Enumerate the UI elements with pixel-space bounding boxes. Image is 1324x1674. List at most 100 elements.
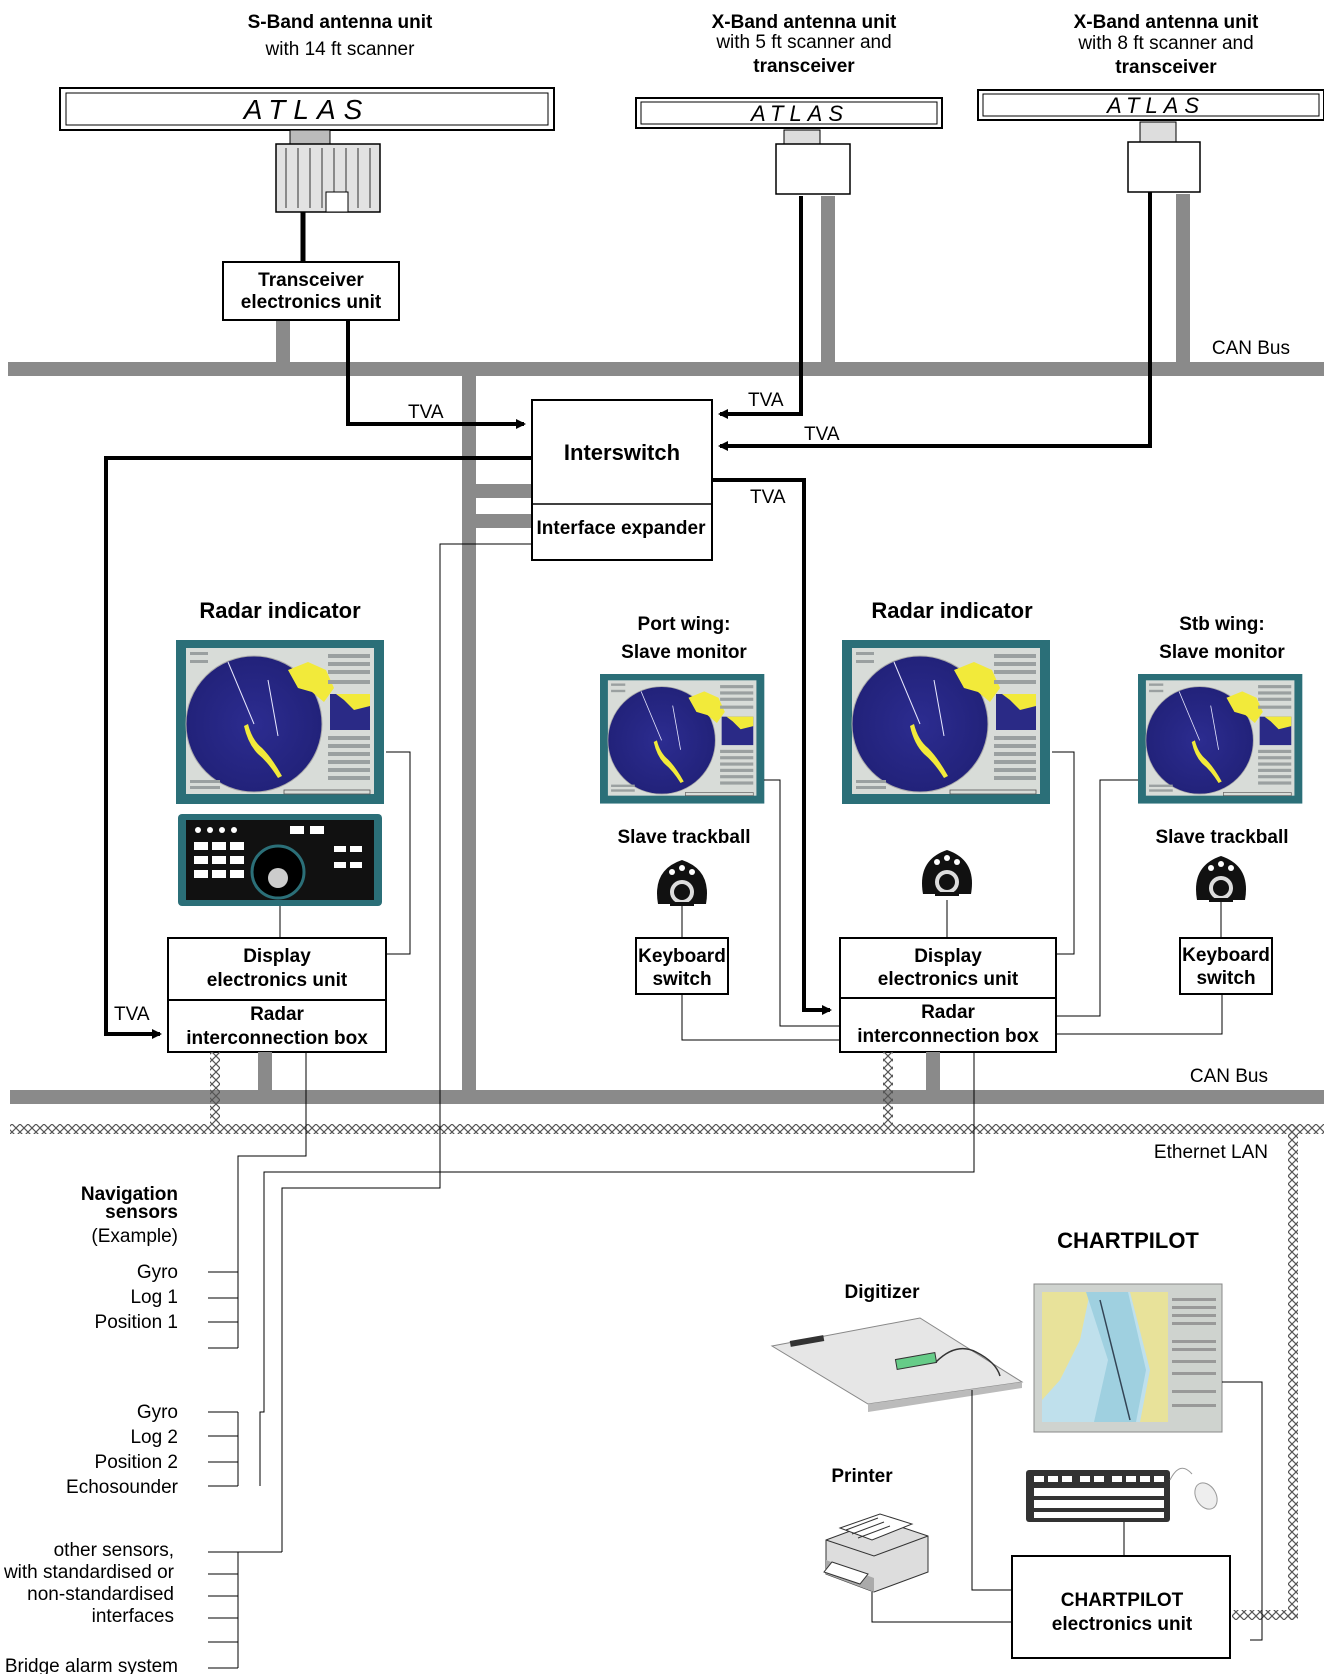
chartpilot-electronics-unit: CHARTPILOT electronics unit	[1011, 1555, 1231, 1659]
right-rib-line1: Radar	[921, 1002, 975, 1023]
x5-subtitle-2: transceiver	[753, 56, 855, 77]
stb-keyboard-switch: Keyboard switch	[1179, 937, 1273, 995]
chartpilot-title: CHARTPILOT	[1057, 1228, 1199, 1253]
nav-sensors-heading-3: (Example)	[91, 1226, 178, 1247]
other-sensors-line3: non-standardised	[27, 1584, 174, 1605]
x8-subtitle-2: transceiver	[1115, 57, 1217, 78]
digitizer	[770, 1317, 1024, 1412]
sensor-gyro-1: Gyro	[137, 1262, 178, 1283]
chartpilot-monitor	[1033, 1283, 1223, 1433]
other-sensors-line4: interfaces	[92, 1606, 174, 1627]
cp-unit-line1: CHARTPILOT	[1061, 1590, 1184, 1611]
stb-slave-trackball	[1196, 856, 1246, 902]
cp-unit-line2: electronics unit	[1052, 1614, 1193, 1635]
s-band-brand: ATLAS	[242, 94, 371, 125]
sensor-gyro-2: Gyro	[137, 1402, 178, 1423]
x5-transceiver	[775, 143, 851, 195]
sensor-log-1: Log 1	[130, 1287, 178, 1308]
stb-wing-subtitle: Slave monitor	[1159, 642, 1285, 663]
sensor-log-2: Log 2	[130, 1427, 178, 1448]
sensor-position-2: Position 2	[95, 1452, 178, 1473]
nav-sensors-heading-2: sensors	[105, 1202, 178, 1223]
stb-slave-monitor	[1137, 673, 1303, 804]
chartpilot-keyboard	[1026, 1467, 1218, 1522]
port-keyboard-switch: Keyboard switch	[635, 937, 729, 995]
interswitch-title: Interswitch	[564, 440, 680, 465]
port-trackball-label: Slave trackball	[617, 827, 750, 848]
x8-title: X-Band antenna unit	[1074, 12, 1259, 33]
nav-sensors-heading-1: Navigation	[81, 1184, 178, 1205]
x8-subtitle: with 8 ft scanner and	[1077, 33, 1253, 54]
left-radar-screen	[175, 639, 385, 805]
left-control-panel	[178, 814, 382, 906]
s-band-subtitle: with 14 ft scanner	[265, 39, 416, 60]
right-radar-screen	[841, 639, 1051, 805]
right-radar-indicator-title: Radar indicator	[871, 598, 1033, 623]
port-ks-line1: Keyboard	[638, 946, 726, 967]
sensor-echosounder: Echosounder	[66, 1477, 179, 1498]
stb-wing-title: Stb wing:	[1179, 614, 1264, 635]
other-sensors-line2: with standardised or	[3, 1562, 175, 1583]
tva-label-3: TVA	[804, 424, 840, 445]
printer	[823, 1513, 929, 1593]
can-bus-top-label: CAN Bus	[1212, 338, 1290, 359]
x8-transceiver	[1127, 141, 1201, 193]
x5-title: X-Band antenna unit	[712, 12, 897, 33]
sensor-position-1: Position 1	[95, 1312, 178, 1333]
left-deu-line1: Display	[243, 946, 311, 967]
x5-brand: ATLAS	[749, 101, 849, 126]
s-band-antenna: S-Band antenna unit with 14 ft scanner A…	[59, 12, 555, 213]
x-band-8ft-antenna: X-Band antenna unit with 8 ft scanner an…	[977, 12, 1324, 193]
right-deu-line1: Display	[914, 946, 982, 967]
tva-line-sband	[346, 320, 526, 429]
transceiver-electronics-unit: Transceiver electronics unit	[222, 261, 400, 321]
interswitch: Interswitch Interface expander	[531, 399, 713, 561]
right-rib-line2: interconnection box	[857, 1026, 1039, 1047]
left-rib-line2: interconnection box	[186, 1028, 368, 1049]
s-band-title: S-Band antenna unit	[248, 12, 433, 33]
right-deu-line2: electronics unit	[878, 969, 1019, 990]
right-radar-interconnection-box: Radar interconnection box	[839, 997, 1057, 1053]
x5-subtitle: with 5 ft scanner and	[715, 32, 891, 53]
port-slave-monitor	[599, 673, 765, 804]
left-radar-indicator-title: Radar indicator	[199, 598, 361, 623]
ethernet-lan	[10, 1052, 1324, 1620]
port-slave-trackball	[657, 860, 707, 906]
x-band-5ft-antenna: X-Band antenna unit with 5 ft scanner an…	[635, 12, 943, 195]
digitizer-label: Digitizer	[845, 1282, 921, 1303]
can-bus-bottom-label: CAN Bus	[1190, 1066, 1268, 1087]
tva-label-1: TVA	[408, 402, 444, 423]
sensor-wiring	[208, 543, 975, 1669]
tva-line-x8	[718, 192, 1152, 451]
teu-line1: Transceiver	[258, 270, 364, 291]
other-sensors-line1: other sensors,	[54, 1540, 174, 1561]
stb-trackball-label: Slave trackball	[1155, 827, 1288, 848]
tva-line-right-rib	[712, 478, 832, 1015]
tva-line-left-rib	[104, 456, 532, 1039]
stb-ks-line2: switch	[1196, 968, 1255, 989]
tva-label-2: TVA	[748, 390, 784, 411]
x5-scanner	[635, 97, 943, 129]
left-radar-interconnection-box: Radar interconnection box	[167, 999, 387, 1053]
port-wing-title: Port wing:	[638, 614, 731, 635]
teu-line2: electronics unit	[241, 292, 382, 313]
ethernet-lan-label: Ethernet LAN	[1154, 1142, 1268, 1163]
tva-label-4: TVA	[750, 487, 786, 508]
stb-ks-line1: Keyboard	[1182, 945, 1270, 966]
bridge-alarm-system: Bridge alarm system	[5, 1656, 178, 1674]
printer-label: Printer	[831, 1466, 893, 1487]
left-display-electronics-unit: Display electronics unit	[167, 937, 387, 1001]
left-rib-line1: Radar	[250, 1004, 304, 1025]
interface-expander-label: Interface expander	[537, 518, 707, 539]
tva-label-5: TVA	[114, 1004, 150, 1025]
can-bus-bottom	[10, 1052, 1324, 1104]
x8-scanner	[977, 89, 1324, 121]
x8-brand: ATLAS	[1105, 93, 1205, 118]
left-deu-line2: electronics unit	[207, 970, 348, 991]
s-band-scanner	[59, 87, 555, 131]
right-trackball	[922, 850, 972, 896]
tva-line-x5	[718, 196, 803, 419]
port-wing-subtitle: Slave monitor	[621, 642, 747, 663]
right-display-electronics-unit: Display electronics unit	[839, 937, 1057, 999]
